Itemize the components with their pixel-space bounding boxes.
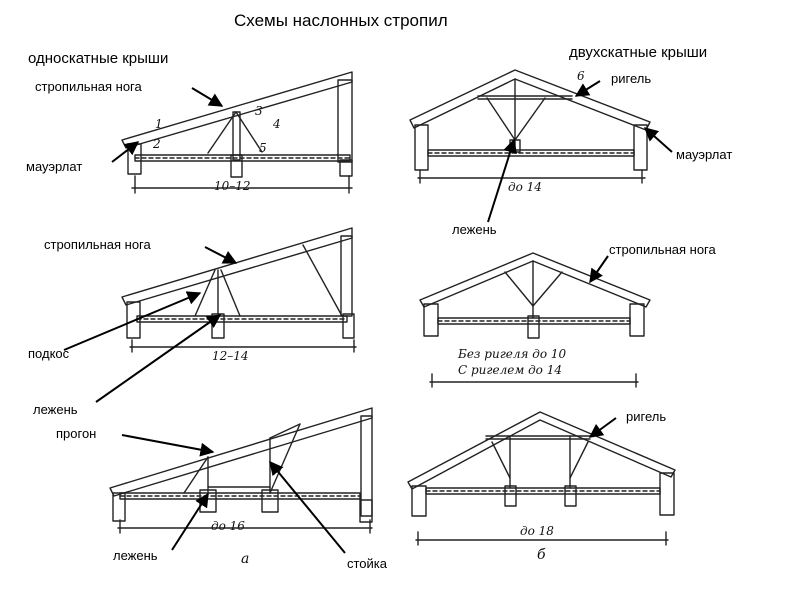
label-brace: подкос — [28, 346, 70, 361]
dim-left-mid: 12–14 — [212, 349, 249, 363]
label-sill-mid: лежень — [33, 402, 78, 417]
dim-right-bottom: до 18 — [520, 524, 554, 538]
label-sill-bottom: лежень — [113, 548, 158, 563]
dim-right-top: до 14 — [508, 180, 542, 194]
label-post: стойка — [347, 556, 388, 571]
left-header: односкатные крыши — [28, 50, 169, 67]
part-number-1: 1 — [155, 117, 163, 131]
scheme-right-middle — [419, 252, 651, 388]
part-number-4: 4 — [273, 117, 281, 131]
part-number-5: 5 — [259, 141, 267, 155]
caption-b: б — [537, 547, 546, 563]
part-number-2: 2 — [153, 137, 161, 151]
label-collar-bottom: ригель — [626, 409, 667, 424]
dim-right-mid-line1: Без ригеля до 10 — [458, 347, 567, 361]
label-sill-right: лежень — [452, 222, 497, 237]
dim-left-top: 10–12 — [214, 179, 251, 193]
scheme-right-top — [409, 69, 651, 184]
dim-left-bottom: до 16 — [211, 519, 245, 533]
label-purlin: прогон — [56, 426, 97, 441]
scheme-left-top — [121, 71, 353, 194]
label-mauerlat-right: мауэрлат — [676, 147, 733, 162]
diagram-title: Схемы наслонных стропил — [234, 11, 448, 30]
label-collar-top: ригель — [611, 71, 652, 86]
scheme-right-bottom — [407, 411, 676, 546]
label-rafter-leg-1: стропильная нога — [35, 79, 142, 94]
label-mauerlat-left: мауэрлат — [26, 159, 83, 174]
caption-a: а — [241, 551, 250, 567]
part-number-6: 6 — [577, 69, 585, 83]
part-number-3: 3 — [255, 104, 263, 118]
scheme-left-middle — [121, 227, 357, 353]
scheme-left-bottom — [109, 407, 373, 534]
right-header: двухскатные крыши — [569, 44, 708, 61]
label-rafter-leg-right: стропильная нога — [609, 242, 716, 257]
label-rafter-leg-2: стропильная нога — [44, 237, 151, 252]
dim-right-mid-line2: С ригелем до 14 — [458, 363, 562, 377]
leader-arrows — [63, 80, 673, 554]
